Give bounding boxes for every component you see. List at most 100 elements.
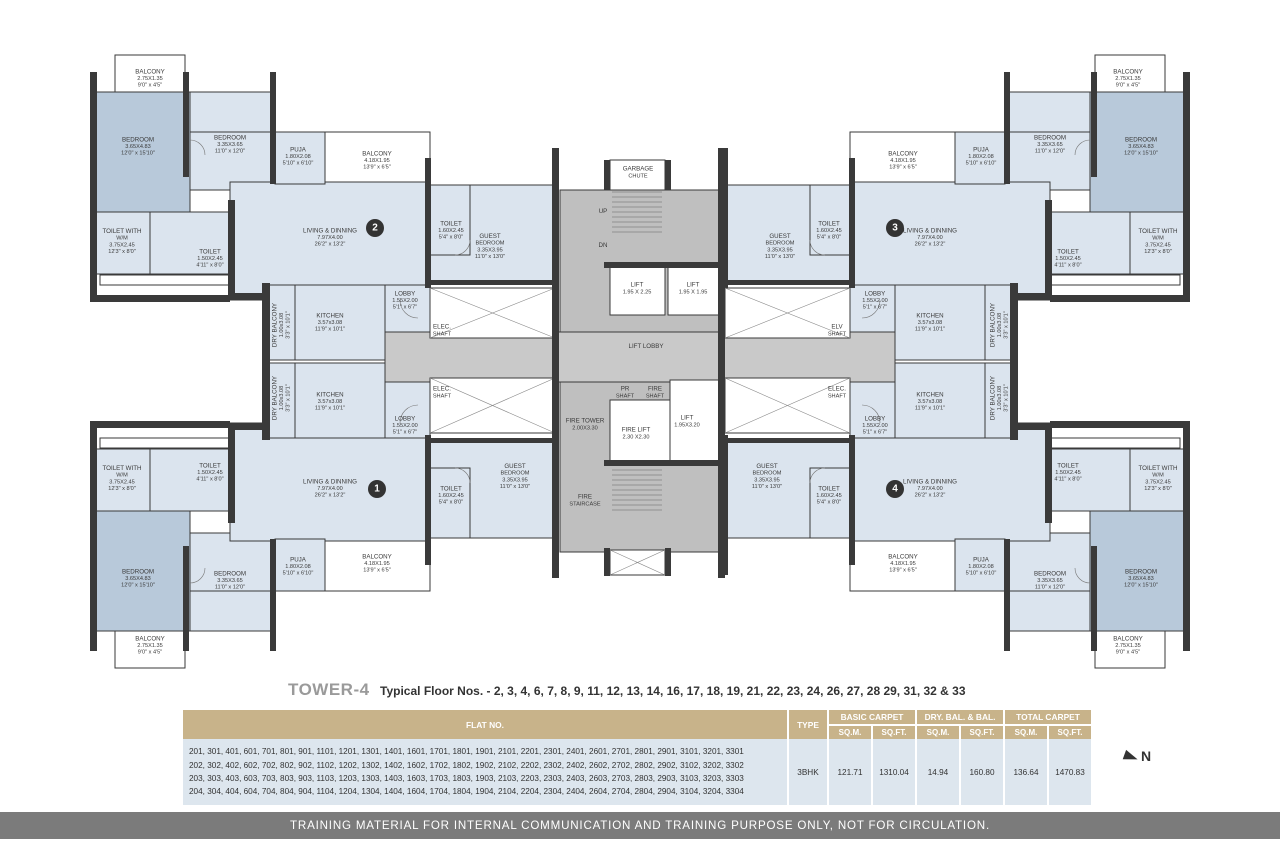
door-swing: [189, 567, 206, 584]
unit-marker-circle: [368, 480, 386, 498]
room-label-line: BALCONY: [1113, 635, 1143, 642]
room-label-line: 5'10" x 6'10": [283, 571, 314, 577]
unit-marker-circle: [886, 219, 904, 237]
room-label-line: LOBBY: [395, 415, 416, 422]
room-label-line: TOILET: [1057, 462, 1079, 469]
room-label-line: BEDROOM: [214, 570, 246, 577]
units-layer: [90, 54, 1190, 669]
room-label-line: 1.60X2.45: [816, 228, 842, 234]
room-label-line: LOBBY: [865, 290, 886, 297]
room-label-line: 4.18X1.95: [364, 561, 390, 567]
door-swing: [399, 404, 419, 424]
wall: [425, 280, 555, 285]
room-label-line: 3.35X3.65: [217, 578, 243, 584]
dry-sqft-cell: 160.80: [961, 739, 1003, 805]
room-label-line: 13'9" x 6'5": [363, 165, 391, 171]
room-label-line: 2.30 X2.30: [622, 434, 649, 440]
room-label-line: 5'1" x 6'7": [863, 305, 887, 311]
room-label-line: TOILET: [818, 220, 840, 227]
balcony-large: [849, 131, 956, 183]
room-label-line: LOBBY: [865, 415, 886, 422]
room-label-line: BEDROOM: [122, 136, 154, 143]
room-label-line: 3'3" x 10'1": [286, 384, 292, 412]
room-label-line: FIRE: [578, 494, 592, 501]
room-label-line: 2.75X1.35: [137, 643, 163, 649]
room-label-line: PUJA: [973, 146, 990, 153]
room-label-line: SHAFT: [433, 393, 452, 399]
room-label-line: 9'0" x 4'5": [1116, 650, 1140, 656]
room-label-line: W/M: [116, 473, 128, 479]
unit-marker-circle: [886, 480, 904, 498]
wall: [183, 546, 189, 651]
wall: [604, 548, 610, 576]
window: [1049, 437, 1181, 449]
balcony-large: [324, 131, 431, 183]
room-label-line: PUJA: [290, 146, 307, 153]
room-label-line: KITCHEN: [916, 312, 943, 319]
room-label-line: TOILET WITH: [103, 465, 142, 472]
room-label-line: 3'3" x 10'1": [1004, 384, 1010, 412]
wall: [425, 435, 431, 565]
room-label-line: BALCONY: [362, 150, 392, 157]
total-sqft-cell: 1470.83: [1049, 739, 1091, 805]
label-elec-shaft: ELEC.SHAFT: [433, 386, 452, 400]
sqm-header: SQ.M.: [829, 724, 871, 739]
room-label-line: GUEST: [756, 463, 778, 470]
room-label-line: 5'10" x 6'10": [283, 161, 314, 167]
kitchen: [894, 362, 986, 439]
wall: [262, 288, 270, 440]
room-label-line: 1.00x3.08: [279, 386, 285, 411]
room-label-line: 2.75X1.35: [137, 76, 163, 82]
room-label-line: 3.75X2.45: [1145, 242, 1171, 248]
room-label-line: LIFT: [687, 282, 700, 289]
room-label-line: 11'0" x 12'0": [215, 149, 245, 155]
room-label-line: TOILET: [1057, 248, 1079, 255]
unit-marker-circle: [366, 219, 384, 237]
room-label-line: LIFT: [631, 282, 644, 289]
dry-bal-header: DRY. BAL. & BAL.: [917, 710, 1003, 724]
toilet-guest: [809, 467, 851, 539]
room-label-line: BALCONY: [362, 553, 392, 560]
room-label-line: 5'1" x 6'7": [393, 305, 417, 311]
shaft-cross: [429, 287, 556, 339]
living-dining: [849, 181, 1051, 301]
sqm-header: SQ.M.: [1005, 724, 1047, 739]
unit-marker-number: 1: [374, 484, 380, 495]
plan-title: TOWER-4 Typical Floor Nos. - 2, 3, 4, 6,…: [288, 680, 966, 700]
bedroom-large: [94, 91, 191, 213]
bedroom-large: [1089, 91, 1186, 213]
room-label-line: 11'0" x 13'0": [500, 484, 530, 490]
room-label-line: 3.35X3.95: [767, 247, 793, 253]
unit-marker-number: 4: [892, 484, 898, 495]
room-label-line: BALCONY: [888, 150, 918, 157]
toilet-wim: [94, 448, 151, 512]
room-label-line: 1.50X2.45: [1055, 470, 1081, 476]
label-lift-lobby: LIFT LOBBY: [629, 343, 664, 350]
room-label-line: TOILET: [818, 485, 840, 492]
wall: [425, 158, 431, 288]
room-label-line: 3.35X3.95: [502, 477, 528, 483]
room-label-line: DRY BALCONY: [271, 376, 278, 420]
sqm-header: SQ.M.: [917, 724, 959, 739]
room-label-line: 5'4" x 8'0": [439, 500, 463, 506]
room-label-line: 1.95 X 1.95: [679, 289, 708, 295]
toilet: [149, 448, 231, 512]
room-label-line: 3.65X4.83: [1128, 576, 1154, 582]
total-carpet-header: TOTAL CARPET: [1005, 710, 1091, 724]
room-label-line: 1.55X2.00: [392, 423, 418, 429]
kitchen: [294, 284, 386, 361]
toilet-wim: [1129, 448, 1186, 512]
room-label-line: 12'3" x 8'0": [108, 486, 136, 492]
room-label-line: 12'0" x 15'10": [1124, 583, 1158, 589]
